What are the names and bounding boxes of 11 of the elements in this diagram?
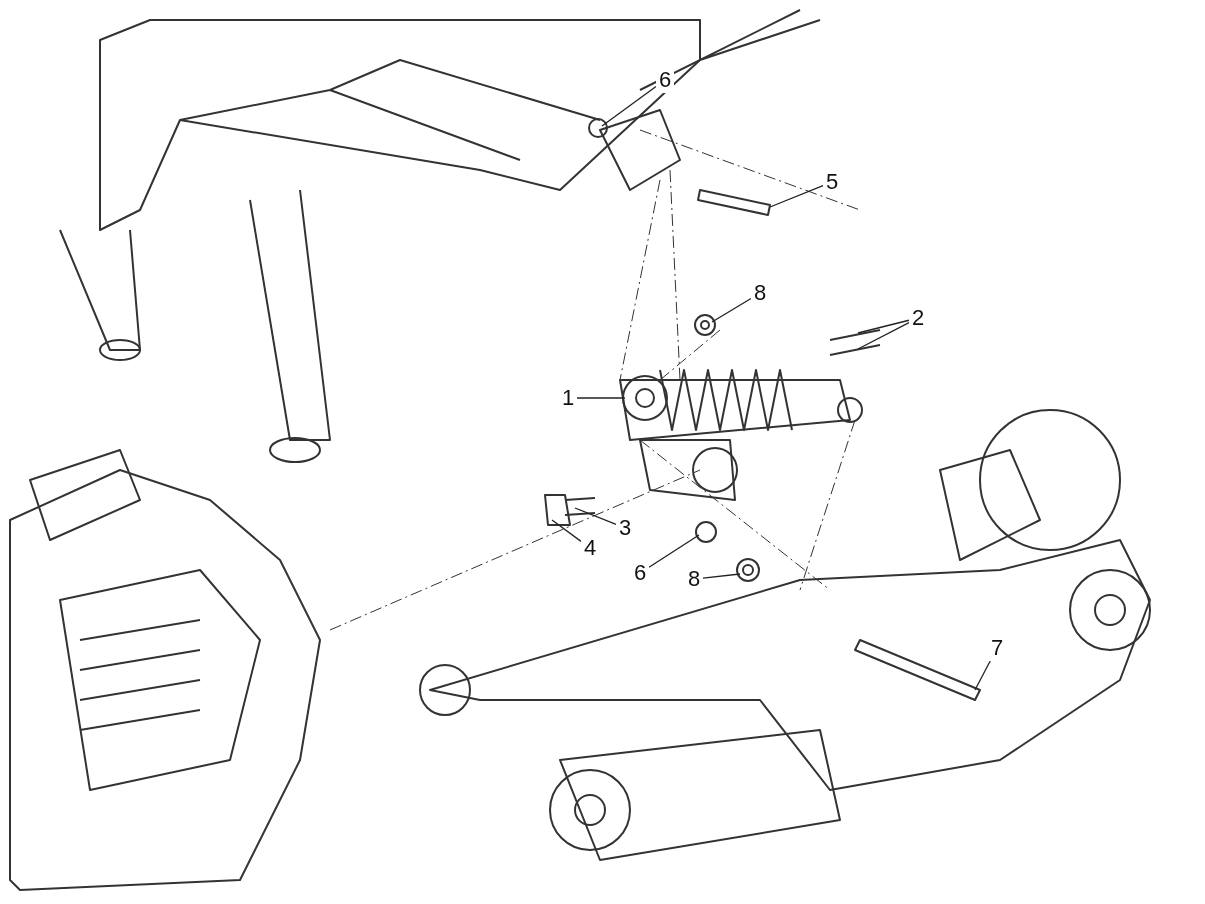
leader-line [857, 319, 910, 334]
leader-line [601, 85, 657, 127]
leader-line [576, 397, 626, 399]
leader-line [702, 573, 741, 579]
leader-line [574, 507, 617, 526]
leader-line [711, 297, 752, 323]
leader-line [551, 519, 582, 542]
leader-line [857, 322, 910, 350]
leader-line [648, 534, 700, 568]
leader-line [769, 185, 824, 208]
leader-line [974, 660, 991, 691]
